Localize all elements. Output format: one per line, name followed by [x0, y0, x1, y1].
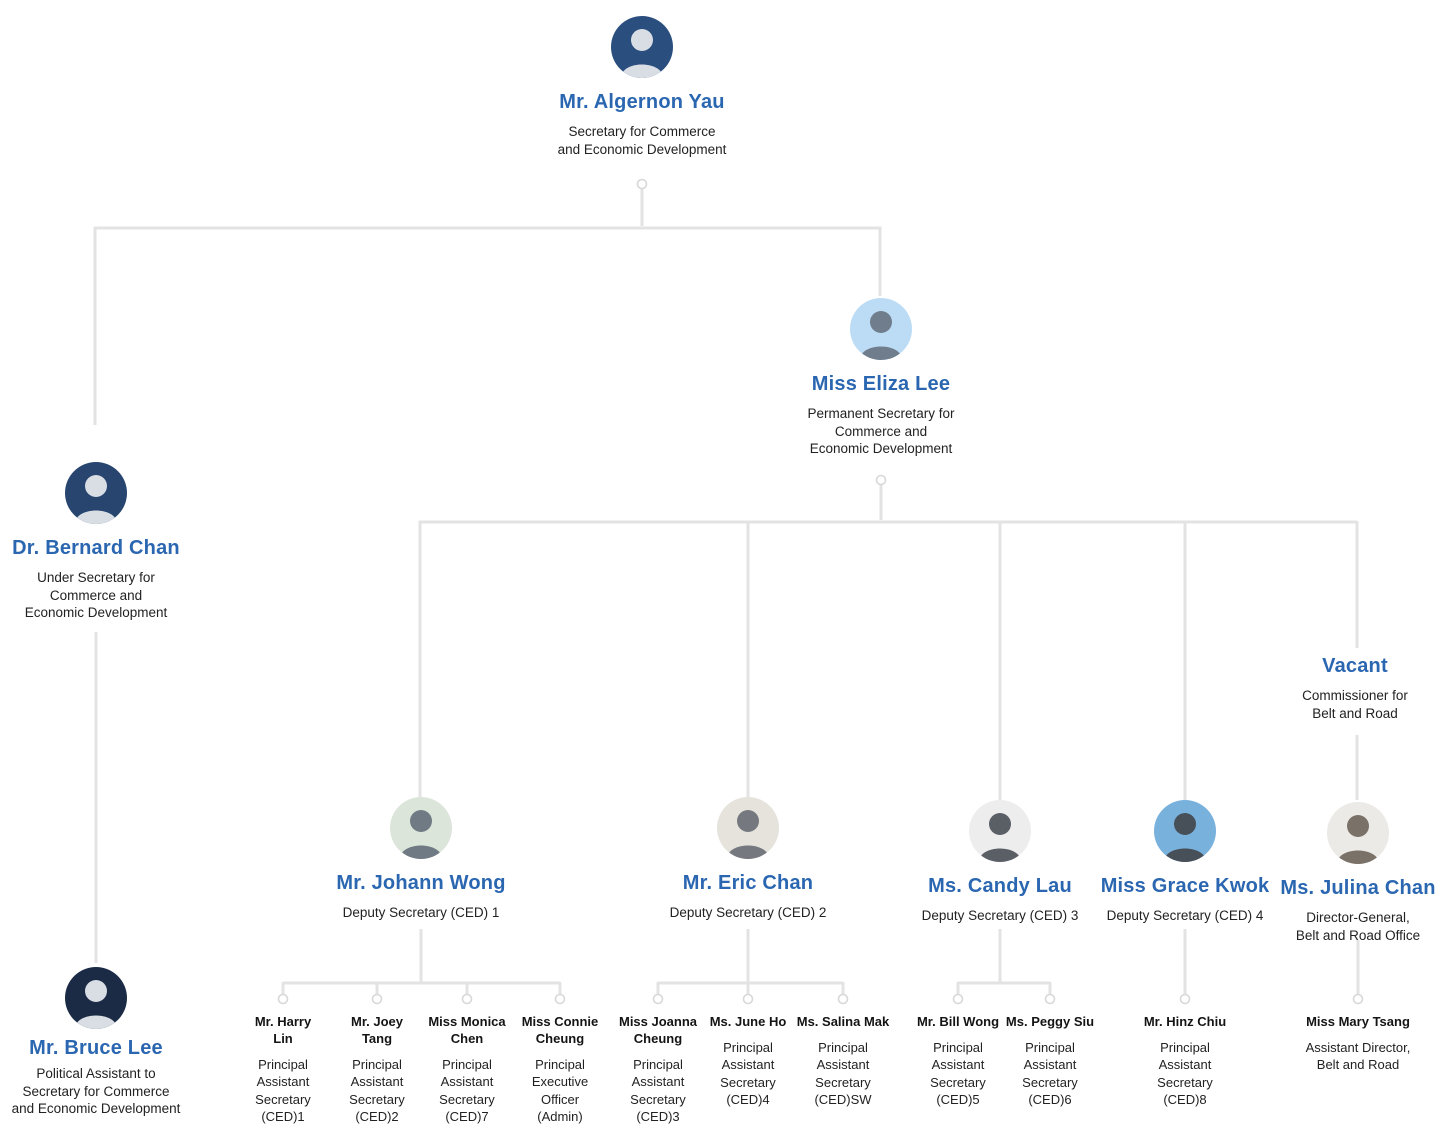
person-name[interactable]: Dr. Bernard Chan [12, 537, 180, 559]
avatar-photo[interactable] [1154, 800, 1216, 862]
person-title: Secretary for Commerce and Economic Deve… [557, 124, 727, 157]
person-title: Principal Assistant Secretary (CED)7 [439, 1056, 495, 1124]
person-name[interactable]: Mr. Johann Wong [336, 872, 506, 894]
person-name: Mr. Hinz Chiu [1143, 1014, 1227, 1029]
avatar-photo[interactable] [717, 797, 779, 859]
node-monica-chen: Miss Monica Chen Principal Assistant Sec… [407, 1014, 527, 1125]
node-mary-tsang: Miss Mary Tsang Assistant Director, Belt… [1288, 1014, 1428, 1074]
node-julina-chan: Ms. Julina Chan Director-General, Belt a… [1248, 802, 1450, 944]
person-title: Director-General, Belt and Road Office [1295, 910, 1421, 943]
person-title: Principal Assistant Secretary (CED)4 [720, 1039, 776, 1108]
node-peggy-siu: Ms. Peggy Siu Principal Assistant Secret… [990, 1014, 1110, 1109]
node-eric-chan: Mr. Eric Chan Deputy Secretary (CED) 2 [633, 797, 863, 922]
node-bill-wong: Mr. Bill Wong Principal Assistant Secret… [898, 1014, 1018, 1109]
person-name: Ms. Salina Mak [796, 1014, 890, 1029]
person-name: Miss Monica Chen [428, 1014, 506, 1046]
person-name: Miss Joanna Cheung [618, 1014, 698, 1046]
node-salina-mak: Ms. Salina Mak Principal Assistant Secre… [783, 1014, 903, 1109]
node-vacant-commissioner: Vacant Commissioner for Belt and Road [1260, 655, 1450, 722]
person-silhouette-icon [1164, 813, 1206, 862]
person-title: Principal Assistant Secretary (CED)2 [349, 1056, 405, 1124]
person-name[interactable]: Miss Eliza Lee [811, 373, 951, 395]
person-silhouette-icon [75, 475, 117, 524]
person-title: Under Secretary for Commerce and Economi… [24, 570, 168, 621]
person-name: Miss Connie Cheung [521, 1014, 599, 1046]
person-name[interactable]: Ms. Julina Chan [1280, 877, 1436, 899]
node-joey-tang: Mr. Joey Tang Principal Assistant Secret… [317, 1014, 437, 1125]
node-candy-lau: Ms. Candy Lau Deputy Secretary (CED) 3 [890, 800, 1110, 925]
person-name: Mr. Harry Lin [254, 1014, 312, 1046]
node-harry-lin: Mr. Harry Lin Principal Assistant Secret… [223, 1014, 343, 1125]
person-title: Principal Assistant Secretary (CED)3 [630, 1056, 686, 1124]
avatar-photo[interactable] [850, 298, 912, 360]
node-algernon-yau: Mr. Algernon Yau Secretary for Commerce … [517, 16, 767, 158]
node-johann-wong: Mr. Johann Wong Deputy Secretary (CED) 1 [306, 797, 536, 922]
person-title: Principal Executive Officer (Admin) [531, 1056, 589, 1124]
person-title: Principal Assistant Secretary (CED)SW [814, 1039, 872, 1108]
person-silhouette-icon [727, 810, 769, 859]
node-bruce-lee: Mr. Bruce Lee Political Assistant to Sec… [0, 967, 211, 1118]
avatar-photo[interactable] [65, 462, 127, 524]
person-name: Ms. Peggy Siu [1005, 1014, 1095, 1029]
person-name: Ms. June Ho [709, 1014, 787, 1029]
person-title: Political Assistant to Secretary for Com… [11, 1066, 181, 1117]
avatar-photo[interactable] [390, 797, 452, 859]
person-silhouette-icon [75, 980, 117, 1029]
person-silhouette-icon [860, 311, 902, 360]
person-title: Deputy Secretary (CED) 4 [1106, 908, 1264, 923]
person-name: Vacant [1322, 655, 1388, 677]
person-name[interactable]: Mr. Algernon Yau [559, 91, 725, 113]
person-title: Commissioner for Belt and Road [1302, 688, 1408, 721]
person-name: Mr. Joey Tang [350, 1014, 404, 1046]
person-title: Principal Assistant Secretary (CED)8 [1157, 1039, 1213, 1108]
person-title: Principal Assistant Secretary (CED)5 [930, 1039, 986, 1108]
person-silhouette-icon [979, 813, 1021, 862]
person-silhouette-icon [400, 810, 442, 859]
avatar-photo[interactable] [969, 800, 1031, 862]
node-joanna-cheung: Miss Joanna Cheung Principal Assistant S… [598, 1014, 718, 1125]
person-name[interactable]: Ms. Candy Lau [928, 875, 1072, 897]
person-name[interactable]: Mr. Bruce Lee [29, 1037, 163, 1059]
node-bernard-chan: Dr. Bernard Chan Under Secretary for Com… [0, 462, 206, 622]
person-title: Deputy Secretary (CED) 2 [669, 905, 827, 920]
avatar-photo[interactable] [1327, 802, 1389, 864]
person-name: Miss Mary Tsang [1306, 1014, 1410, 1029]
person-name[interactable]: Mr. Eric Chan [682, 872, 814, 894]
node-june-ho: Ms. June Ho Principal Assistant Secretar… [688, 1014, 808, 1109]
person-silhouette-icon [621, 29, 663, 78]
person-title: Assistant Director, Belt and Road [1305, 1039, 1411, 1073]
avatar-photo[interactable] [65, 967, 127, 1029]
person-title: Permanent Secretary for Commerce and Eco… [807, 406, 955, 457]
person-title: Principal Assistant Secretary (CED)6 [1022, 1039, 1078, 1108]
avatar-photo[interactable] [611, 16, 673, 78]
person-name[interactable]: Miss Grace Kwok [1100, 875, 1270, 897]
person-title: Deputy Secretary (CED) 1 [342, 905, 500, 920]
node-hinz-chiu: Mr. Hinz Chiu Principal Assistant Secret… [1125, 1014, 1245, 1109]
person-silhouette-icon [1337, 815, 1379, 864]
person-title: Deputy Secretary (CED) 3 [921, 908, 1079, 923]
node-connie-cheung: Miss Connie Cheung Principal Executive O… [500, 1014, 620, 1125]
node-grace-kwok: Miss Grace Kwok Deputy Secretary (CED) 4 [1075, 800, 1295, 925]
person-name: Mr. Bill Wong [916, 1014, 1000, 1029]
person-title: Principal Assistant Secretary (CED)1 [255, 1056, 311, 1124]
node-eliza-lee: Miss Eliza Lee Permanent Secretary for C… [761, 298, 1001, 458]
